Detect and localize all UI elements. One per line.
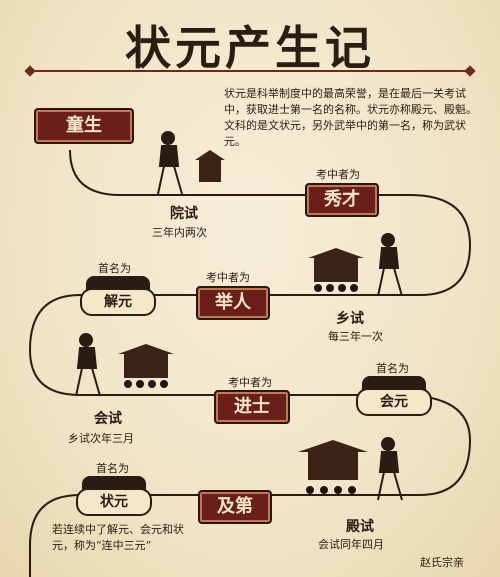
juren-passers-label: 考中者为 [206, 271, 250, 284]
huishi-subcaption: 乡试次年三月 [68, 432, 134, 445]
intro-text: 状元是科举制度中的最高荣誉，是在最后一关考试中，获取进士第一名的名称。状元亦称殿… [224, 87, 477, 148]
seal-jieyuan-label: 解元 [80, 288, 156, 316]
yuanshi-caption: 院试 [170, 206, 198, 222]
dianshi-caption: 殿试 [346, 519, 374, 535]
stage-jidi: 及第 [198, 490, 272, 524]
seal-zhuangyuan-label: 状元 [76, 488, 152, 516]
zhuangyuan-firsts-label: 首名为 [96, 462, 129, 475]
title-divider [30, 70, 470, 72]
exam-hall-icon [195, 150, 225, 182]
yuanshi-subcaption: 三年内两次 [152, 226, 207, 239]
huiyuan-firsts-label: 首名为 [376, 362, 409, 375]
exam-hall-icon [308, 248, 364, 292]
seal-huiyuan: 会元 [352, 376, 436, 416]
scholar-icon [157, 131, 183, 195]
exam-hall-icon [118, 344, 174, 388]
scholar-icon [377, 233, 403, 297]
stage-tongsheng-label: 童生 [66, 115, 102, 136]
stage-tongsheng: 童生 [34, 108, 134, 144]
palace-icon [298, 440, 368, 494]
footnote-text: 若连续中了解元、会元和状元，称为“连中三元” [52, 523, 184, 552]
jinshi-passers-label: 考中者为 [228, 376, 272, 389]
stage-jidi-label: 及第 [217, 496, 253, 517]
huishi-caption: 会试 [94, 411, 122, 427]
xiangshi-caption: 乡试 [336, 311, 364, 327]
scholar-icon [377, 437, 403, 501]
stage-xiucai: 秀才 [305, 183, 379, 217]
stage-juren-label: 举人 [215, 292, 251, 313]
xiangshi-subcaption: 每三年一次 [328, 330, 383, 343]
seal-huiyuan-label: 会元 [356, 388, 432, 416]
stage-jinshi-label: 进士 [234, 396, 270, 417]
stage-juren: 举人 [196, 286, 270, 320]
jieyuan-firsts-label: 首名为 [98, 262, 131, 275]
seal-zhuangyuan: 状元 [72, 476, 156, 516]
dianshi-subcaption: 会试同年四月 [318, 538, 384, 551]
page-title: 状元产生记 [125, 21, 375, 75]
stage-jinshi: 进士 [214, 390, 290, 424]
scholar-icon [75, 333, 101, 397]
watermark: 赵氏宗亲 [420, 556, 464, 569]
stage-xiucai-label: 秀才 [324, 189, 360, 210]
xiucai-passers-label: 考中者为 [316, 168, 360, 181]
seal-jieyuan: 解元 [76, 276, 160, 316]
